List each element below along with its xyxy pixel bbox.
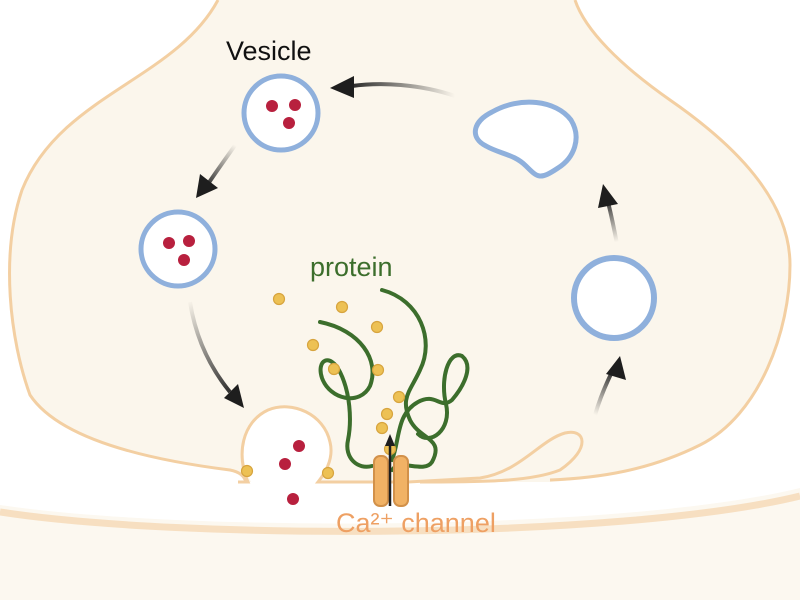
calcium-ion-icon [240, 464, 254, 478]
calcium-ion-icon [380, 407, 394, 421]
arrowhead-left [196, 174, 218, 198]
calcium-ion-icon [370, 320, 384, 334]
calcium-ion-icon [392, 390, 406, 404]
arrowhead-right-upper [598, 184, 618, 208]
fusing-vesicle-contents [279, 440, 305, 505]
protein-strand [318, 320, 375, 469]
calcium-channel-label: Ca²⁺ channel [336, 508, 496, 538]
ion-channel-icon [373, 434, 409, 507]
calcium-ion-icon [327, 362, 341, 376]
arrowhead-right-lower [606, 356, 626, 380]
presynaptic-terminal [9, 0, 790, 482]
calcium-ion-icon [321, 466, 335, 480]
vesicle-label: Vesicle [226, 36, 312, 66]
endocytic-membrane-icon [473, 99, 579, 179]
arrowhead-bottom [224, 384, 244, 408]
cycle-arrow-icon [206, 142, 238, 186]
calcium-ion-icon [335, 300, 349, 314]
postsynaptic-membrane-line [0, 492, 800, 535]
protein-strand [380, 288, 438, 472]
calcium-ion-icon [306, 338, 320, 352]
arrowhead-top [330, 76, 354, 98]
vesicle-icon [138, 209, 218, 289]
calcium-ion-icon [272, 292, 286, 306]
terminal-membrane-right [549, 0, 792, 482]
vesicle-icon [571, 255, 657, 341]
cycle-arrow-icon [351, 82, 456, 98]
calcium-ion-icon [371, 363, 385, 377]
protein-strand [390, 353, 470, 462]
postsynaptic-band [0, 488, 800, 600]
calcium-ions [240, 292, 406, 480]
terminal-membrane-left [8, 0, 248, 483]
active-zone-membrane [238, 405, 584, 484]
cycle-arrow-icon [188, 301, 232, 394]
vesicle-icon [241, 73, 321, 153]
protein-label: protein [310, 252, 393, 282]
calcium-ion-icon [375, 421, 389, 435]
